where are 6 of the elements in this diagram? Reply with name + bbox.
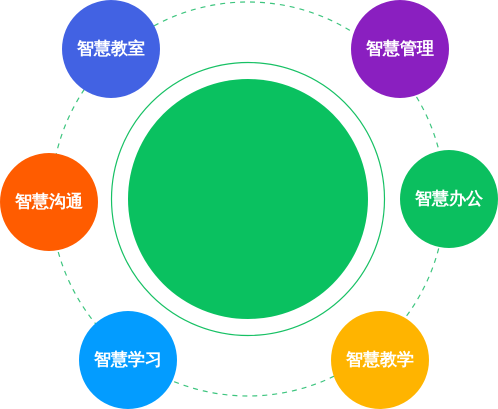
node-label: 智慧教室: [77, 38, 145, 60]
node-label: 智慧教学: [346, 350, 414, 370]
node-label: 智慧管理: [366, 38, 434, 60]
node-label: 智慧学习: [94, 350, 162, 370]
node-label: 智慧办公: [415, 188, 483, 210]
node-label: 智慧沟通: [15, 192, 83, 212]
